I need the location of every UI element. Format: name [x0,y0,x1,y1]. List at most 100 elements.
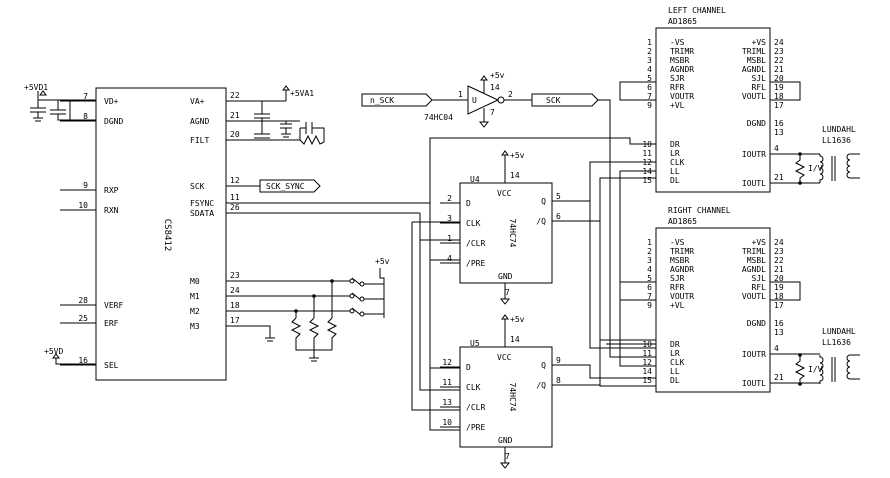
dac-pin-label: DL [670,376,680,385]
dac-pin-label: DR [670,140,680,149]
dac-right-title: RIGHT CHANNEL [668,206,731,215]
cs8412-pin-number: 24 [230,286,240,295]
cs8412-pin-number: 18 [230,301,240,310]
dac-pin-label: +VL [670,101,685,110]
fsync-sdata-wires [226,202,430,214]
cs8412-pin-label: VERF [104,301,123,310]
dac-pin-number: 13 [774,128,784,137]
ff-pin-number: 10 [442,418,452,427]
dac-pin-label: VOUTR [670,92,694,101]
inverter-74hc04: n_SCK U 1 2 14 7 74HC04 +5v SCK [361,71,611,153]
dac-pin-number: 15 [642,176,652,185]
dac-pin-number: 7 [647,92,652,101]
dac-pin-number: 23 [774,247,784,256]
ff-supply-lines [499,314,511,469]
ff-pin-label: /Q [536,217,546,226]
cs8412-pin-label: FILT [190,136,209,145]
dac-pin-number: 18 [774,292,784,301]
dac-pin-number: 6 [647,283,652,292]
dac-pin-number: 12 [642,358,652,367]
cs8412-pin-label: VD+ [104,97,119,106]
supply-5va1-label: +5VA1 [290,89,314,98]
dac-pin-number: 13 [774,328,784,337]
cs8412-pin-number: 22 [230,91,240,100]
ff-pin-number: 3 [447,214,452,223]
dac-pin-number: 3 [647,56,652,65]
inverter-pin-out: 2 [508,90,513,99]
dac-pin-label: MSBR [670,56,689,65]
dac-pin-number: 21 [774,373,784,382]
cs8412-label: CS8412 [162,219,172,252]
dac-pin-number: 4 [647,265,652,274]
dac-pin-label: AGNDL [742,265,766,274]
cs8412-pin-number: 7 [83,92,88,101]
dac-pin-number: 4 [647,65,652,74]
dac-pin-number: 1 [647,38,652,47]
dac-pin-label: AGNDL [742,65,766,74]
junction-dot [798,181,802,185]
inverter-pin-gnd: 7 [490,108,495,117]
ff-pin-label: CLK [466,219,481,228]
dac-pin-label: MSBR [670,256,689,265]
sck-sync-label: SCK_SYNC [266,182,305,191]
ff-pin-number: 13 [442,398,452,407]
cs8412-pin-label: RXN [104,206,119,215]
dac-pin-label: CLK [670,158,685,167]
dac-pin-number: 17 [774,301,784,310]
dac-right-part: AD1865 [668,217,697,226]
dac-pin-label: SJR [670,274,685,283]
dac-left-title: LEFT CHANNEL [668,6,726,15]
dac-pin-number: 5 [647,274,652,283]
dac-pin-label: +VS [752,38,767,47]
dac-pin-label: +VS [752,238,767,247]
inverter-pin-vcc: 14 [490,83,500,92]
dac-pin-number: 22 [774,56,784,65]
ff-pin-label: D [466,199,471,208]
dac-pin-number: 5 [647,74,652,83]
ff-pin-number: 1 [447,234,452,243]
inverter-supply-label: +5v [490,71,505,80]
dac-pin-number: 11 [642,149,652,158]
iv-resistor [794,355,806,384]
dac-pin-label: AGNDR [670,265,694,274]
dac-pin-number: 21 [774,173,784,182]
dac-left-part: AD1865 [668,17,697,26]
cs8412-pin-label: AGND [190,117,209,126]
cs8412-pin-number: 11 [230,193,240,202]
cs8412-pin-label: VA+ [190,97,205,106]
supply-5va1: +5VA1 [226,85,325,146]
dac-pin-label: RFR [670,283,685,292]
ff-vcc-pin: 14 [510,171,520,180]
dac-pin-label: DGND [747,119,766,128]
primary-winding [819,154,824,183]
cs8412-pin-number: 20 [230,130,240,139]
switch-supply-label: +5v [375,257,390,266]
dac-pin-number: 15 [642,376,652,385]
transformer-model: LL1636 [822,136,851,145]
dac-pin-label: -VS [670,38,685,47]
cs8412-pin-label: SEL [104,361,119,370]
cs8412-pin-number: 25 [78,314,88,323]
ff-pin-label: /CLR [466,239,485,248]
ff-pin-label: D [466,363,471,372]
dac-pin-number: 1 [647,238,652,247]
dac-pin-label: CLK [670,358,685,367]
supply-5vd: +5VD [44,347,96,365]
ff-pin-number: 4 [447,254,452,263]
cs8412-pin-number: 8 [83,112,88,121]
dac-pin-number: 16 [774,119,784,128]
cs8412-pin-number: 12 [230,176,240,185]
dac-pin-label: LL [670,367,680,376]
dac-pin-label: DR [670,340,680,349]
ff-pin-label: /PRE [466,423,485,432]
dac-pin-label: -VS [670,238,685,247]
dac-pin-number: 6 [647,83,652,92]
transformer-ratio: I/V [808,365,823,374]
ff-supply-label: +5v [510,151,525,160]
cs8412-pin-label: RXP [104,186,119,195]
cs8412-pin-label: M3 [190,322,200,331]
cs8412-pin-number: 23 [230,271,240,280]
u4-gnd: GND [498,272,513,281]
